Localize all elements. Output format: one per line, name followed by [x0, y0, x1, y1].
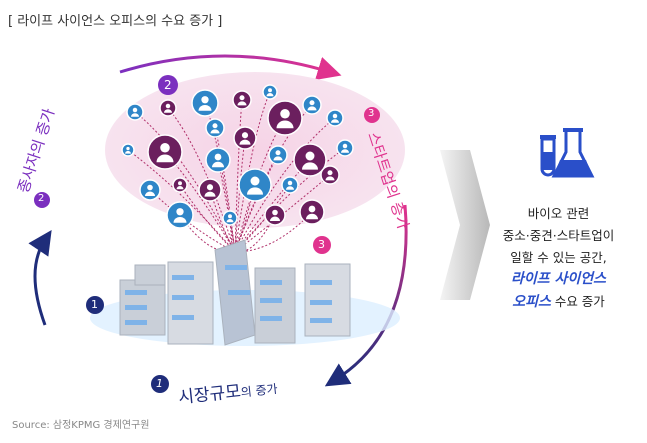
building-window: [172, 295, 194, 300]
connection-line: [127, 149, 236, 253]
building-window: [310, 280, 332, 285]
person-icon: [172, 177, 188, 193]
step-1-suffix: 의 증가: [240, 381, 279, 400]
building-window: [125, 305, 147, 310]
page-title: [ 라이프 사이언스 오피스의 수요 증가 ]: [8, 14, 223, 29]
person-icon: [326, 109, 344, 127]
badge-2-top: [158, 75, 178, 95]
desc-line-3: 일할 수 있는 공간,: [510, 250, 607, 265]
person-icon: [299, 199, 325, 225]
building-window: [260, 298, 282, 303]
person-icon: [293, 143, 327, 177]
desc-line-2: 중소·중견·스타트업이: [502, 228, 615, 243]
step-2-number: 2: [38, 193, 45, 204]
building-window: [225, 265, 247, 270]
person-icon: [238, 168, 272, 202]
step-3-number: 3: [368, 108, 375, 119]
connection-line: [234, 91, 271, 253]
desc-line-5: 오피스 수요 증가: [470, 291, 647, 311]
person-icon: [232, 90, 252, 110]
person-icon: [205, 118, 225, 138]
person-icon: [264, 204, 286, 226]
connection-line: [214, 127, 236, 253]
marker-1-label: 1: [91, 298, 98, 311]
badge-2-label: 2: [164, 78, 172, 92]
building-window: [310, 300, 332, 305]
person-icon: [121, 143, 135, 157]
person-icon: [281, 176, 299, 194]
arc-top: [119, 54, 342, 80]
person-icon: [191, 89, 219, 117]
marker-1: [86, 296, 104, 314]
desc-highlight-2: 오피스: [512, 294, 551, 310]
person-icon: [205, 147, 231, 173]
person-icon: [320, 165, 340, 185]
person-icon: [267, 100, 303, 136]
building-window: [125, 290, 147, 295]
marker-3: [313, 236, 331, 254]
building-window: [125, 320, 147, 325]
connection-line: [149, 189, 236, 253]
person-icon: [166, 201, 194, 229]
connection-line: [179, 184, 236, 253]
flask-test-tube-icon: [540, 128, 595, 178]
arc-left: [28, 230, 52, 326]
person-icon: [159, 99, 177, 117]
connection-line: [234, 147, 346, 253]
connection-line: [167, 107, 236, 253]
person-icon: [126, 103, 144, 121]
person-icon: [147, 134, 183, 170]
desc-line-5-rest: 수요 증가: [550, 294, 605, 309]
person-icon: [222, 210, 238, 226]
person-icon: [268, 145, 288, 165]
marker-3-label: 3: [318, 238, 325, 251]
building-window: [260, 316, 282, 321]
building-window: [260, 280, 282, 285]
connection-line: [234, 184, 291, 253]
chevron-arrow: [440, 150, 490, 300]
step-1-number: 1: [156, 377, 163, 390]
building-window: [172, 275, 194, 280]
person-icon: [302, 95, 322, 115]
building-window: [228, 290, 250, 295]
source-note: Source: 삼정KPMG 경제연구원: [12, 420, 150, 431]
person-icon: [336, 139, 354, 157]
desc-line-1: 바이오 관련: [527, 206, 590, 221]
person-icon: [198, 178, 222, 202]
person-icon: [262, 84, 278, 100]
person-icon: [233, 126, 257, 150]
building-window: [172, 315, 194, 320]
desc-highlight-1: 라이프 사이언스: [510, 271, 607, 287]
connection-line: [234, 117, 336, 253]
person-icon: [139, 179, 161, 201]
building-window: [310, 318, 332, 323]
